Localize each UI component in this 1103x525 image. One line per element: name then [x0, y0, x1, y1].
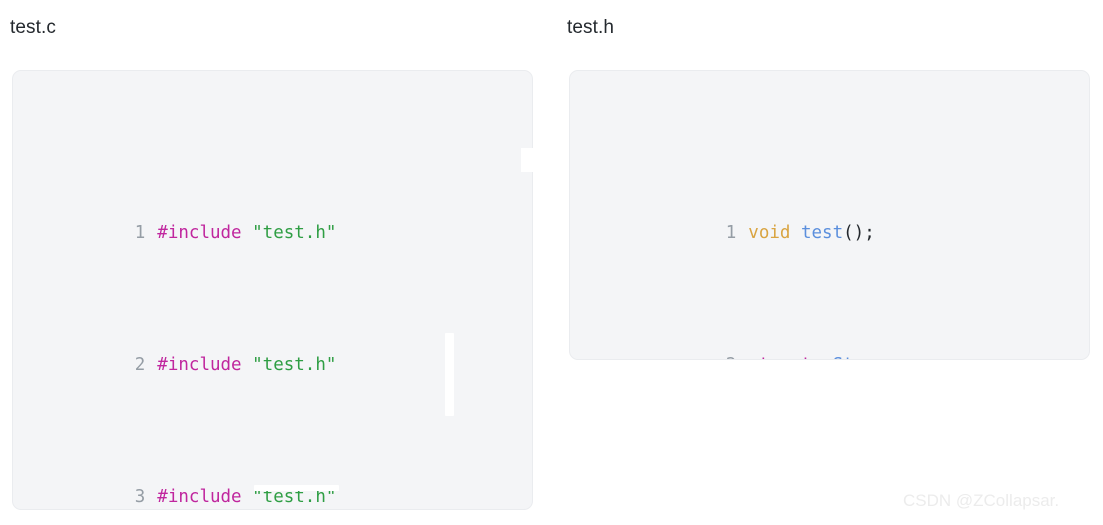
code-line: 2 #include "test.h" — [27, 316, 337, 375]
code-line: 1 #include "test.h" — [27, 184, 337, 243]
code-token: #include — [157, 355, 253, 375]
code-token: "test.h" — [252, 487, 337, 507]
code-token: struct — [748, 355, 822, 359]
code-token: #include — [157, 487, 253, 507]
code-token: #include — [157, 223, 253, 243]
line-number: 2 — [702, 349, 737, 359]
panel-title-test-c: test.c — [10, 17, 57, 38]
code-line: 3 #include "test.h" — [27, 448, 337, 507]
code-token: void — [748, 223, 801, 243]
code-token: Stu — [833, 355, 865, 359]
line-number: 3 — [134, 487, 146, 507]
panel-edge-tab[interactable] — [521, 148, 535, 172]
vertical-scrollbar-thumb[interactable] — [445, 333, 454, 416]
panel-test-c: test.c 1 #include "test.h" 2 #include "tes… — [10, 14, 535, 514]
code-token: "test.h" — [252, 355, 337, 375]
line-number: 1 — [725, 223, 737, 243]
code-token: "test.h" — [252, 223, 337, 243]
horizontal-scrollbar-thumb[interactable] — [254, 485, 339, 491]
code-card-test-c[interactable]: 1 #include "test.h" 2 #include "test.h" 3 #… — [12, 70, 533, 510]
code-line: 1 void test(); — [618, 184, 938, 243]
code-content-test-c: 1 #include "test.h" 2 #include "test.h" 3 #… — [27, 85, 337, 509]
code-token: test — [800, 223, 844, 243]
panel-title-test-h: test.h — [567, 17, 615, 38]
code-token — [822, 355, 833, 359]
line-number: 2 — [134, 355, 146, 375]
code-line: 2 struct Stu — [618, 316, 938, 359]
watermark: CSDN @ZCollapsar. — [903, 491, 1060, 510]
code-token: (); — [843, 223, 875, 243]
line-number: 1 — [134, 223, 146, 243]
